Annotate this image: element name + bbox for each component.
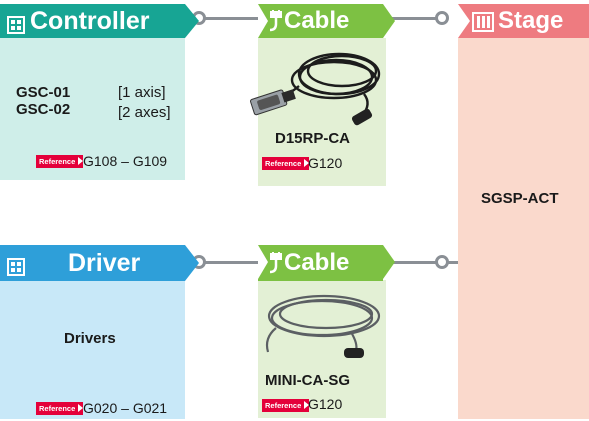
controller-header: Controller <box>0 4 199 41</box>
cable-top-reference-pages: G120 <box>308 155 343 171</box>
controller-panel <box>0 38 185 180</box>
controller-model-axes: [1 axis] <box>118 84 166 101</box>
cable-image <box>244 46 394 136</box>
controller-reference-pages: G108 – G109 <box>83 153 168 169</box>
driver-header: Driver <box>0 245 199 283</box>
controller-model-name: GSC-01 <box>16 84 71 101</box>
stage-header-label: Stage <box>498 7 564 34</box>
driver-reference-pages: G020 – G021 <box>83 400 168 416</box>
cable-plug-icon <box>268 10 286 39</box>
cable-top-model: D15RP-CA <box>275 130 351 147</box>
connector-knob <box>435 255 449 269</box>
reference-badge: Reference <box>36 155 84 168</box>
reference-badge: Reference <box>262 399 310 412</box>
grid-icon <box>7 12 25 41</box>
driver-panel <box>0 281 185 419</box>
connector-knob <box>435 11 449 25</box>
controller-header-label: Controller <box>30 6 150 35</box>
cable-image <box>256 288 391 373</box>
connector-line-controller-cable <box>195 17 261 20</box>
cable-top-header-label: Cable <box>284 7 350 34</box>
cable-bottom-header: Cable <box>258 245 395 281</box>
connector-line-cable-stage <box>378 17 448 20</box>
controller-model-name: GSC-02 <box>16 101 71 118</box>
connector-line-cable-stage-lower <box>378 261 460 264</box>
controller-model-axes: [2 axes] <box>118 104 171 121</box>
cable-top-header: Cable <box>258 4 395 39</box>
reference-badge: Reference <box>36 402 84 415</box>
stage-panel <box>458 38 589 419</box>
stage-icon <box>472 11 494 39</box>
cable-bottom-header-label: Cable <box>284 249 350 276</box>
stage-header: Stage <box>458 4 589 38</box>
grid-icon <box>7 254 25 283</box>
cable-bottom-reference-pages: G120 <box>308 396 343 412</box>
cable-bottom-model: MINI-CA-SG <box>265 372 350 389</box>
driver-label: Drivers <box>64 330 116 347</box>
connector-line-driver-cable <box>195 261 261 264</box>
driver-header-label: Driver <box>68 248 141 277</box>
cable-plug-icon <box>268 252 286 281</box>
stage-model: SGSP-ACT <box>481 190 559 207</box>
reference-badge: Reference <box>262 157 310 170</box>
